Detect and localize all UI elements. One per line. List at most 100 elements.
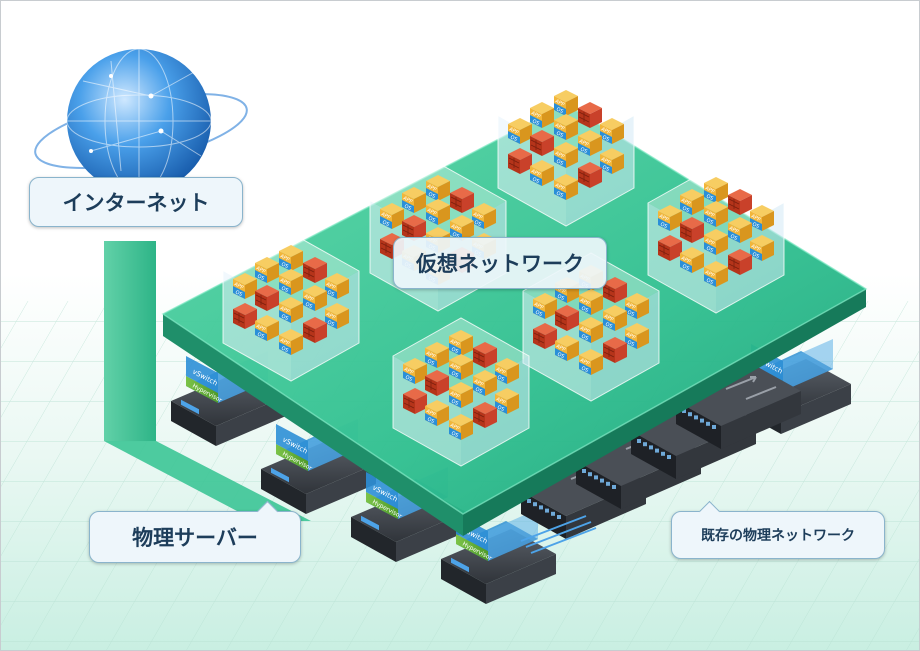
firewall-block <box>728 189 752 215</box>
os-text: OS <box>626 339 635 348</box>
os-text: OS <box>326 319 335 328</box>
app-text: APP <box>279 253 290 263</box>
os-text: OS <box>601 134 610 143</box>
internet-callout: インターネット <box>29 177 243 227</box>
app-text: APP <box>600 126 611 136</box>
os-text: OS <box>473 219 482 228</box>
physical-server-label: 物理サーバー <box>132 526 258 550</box>
app-text: APP <box>680 255 691 265</box>
firewall-block <box>402 215 426 241</box>
app-text: APP <box>704 237 715 247</box>
firewall-block <box>578 162 602 188</box>
app-text: APP <box>325 281 336 291</box>
app-text: APP <box>533 301 544 311</box>
os-text: OS <box>580 333 589 342</box>
os-text: OS <box>256 273 265 282</box>
app-text: APP <box>554 182 565 192</box>
app-text: APP <box>750 213 761 223</box>
os-text: OS <box>556 293 565 302</box>
existing-network-label: 既存の物理ネットワーク <box>701 528 855 544</box>
os-text: OS <box>450 346 459 355</box>
virtual-network-label: 仮想ネットワーク <box>416 252 584 276</box>
os-text: OS <box>326 289 335 298</box>
app-text: APP <box>579 325 590 335</box>
network-cables <box>520 515 597 554</box>
os-text: OS <box>426 416 435 425</box>
os-text: OS <box>256 331 265 340</box>
app-text: APP <box>449 362 460 372</box>
app-text: APP <box>473 378 484 388</box>
app-text: APP <box>554 122 565 132</box>
physical-server-callout: 物理サーバー <box>89 500 301 563</box>
app-text: APP <box>279 337 290 347</box>
firewall-block <box>233 303 257 329</box>
app-text: APP <box>425 350 436 360</box>
app-text: APP <box>555 285 566 295</box>
virtual-network-callout: 仮想ネットワーク <box>393 237 607 289</box>
app-text: APP <box>449 422 460 432</box>
firewall-block <box>473 402 497 428</box>
os-text: OS <box>381 219 390 228</box>
app-text: APP <box>426 183 437 193</box>
os-text: OS <box>451 231 460 240</box>
app-text: APP <box>728 225 739 235</box>
app-text: APP <box>425 408 436 418</box>
os-text: OS <box>705 193 714 202</box>
firewall-block <box>658 235 682 261</box>
firewall-block <box>303 257 327 283</box>
os-text: OS <box>681 263 690 272</box>
os-text: OS <box>601 164 610 173</box>
os-text: OS <box>280 261 289 270</box>
os-text: OS <box>556 351 565 360</box>
firewall-block <box>680 217 704 243</box>
app-text: APP <box>555 343 566 353</box>
app-text: APP <box>704 269 715 279</box>
os-text: OS <box>404 374 413 383</box>
os-text: OS <box>280 285 289 294</box>
app-text: APP <box>426 207 437 217</box>
firewall-block <box>603 277 627 303</box>
os-text: OS <box>304 301 313 310</box>
os-text: OS <box>403 203 412 212</box>
app-text: APP <box>495 396 506 406</box>
os-text: OS <box>729 233 738 242</box>
os-text: OS <box>496 404 505 413</box>
firewall-block <box>473 342 497 368</box>
firewall-block <box>728 249 752 275</box>
os-text: OS <box>496 374 505 383</box>
app-text: APP <box>625 331 636 341</box>
os-text: OS <box>555 130 564 139</box>
